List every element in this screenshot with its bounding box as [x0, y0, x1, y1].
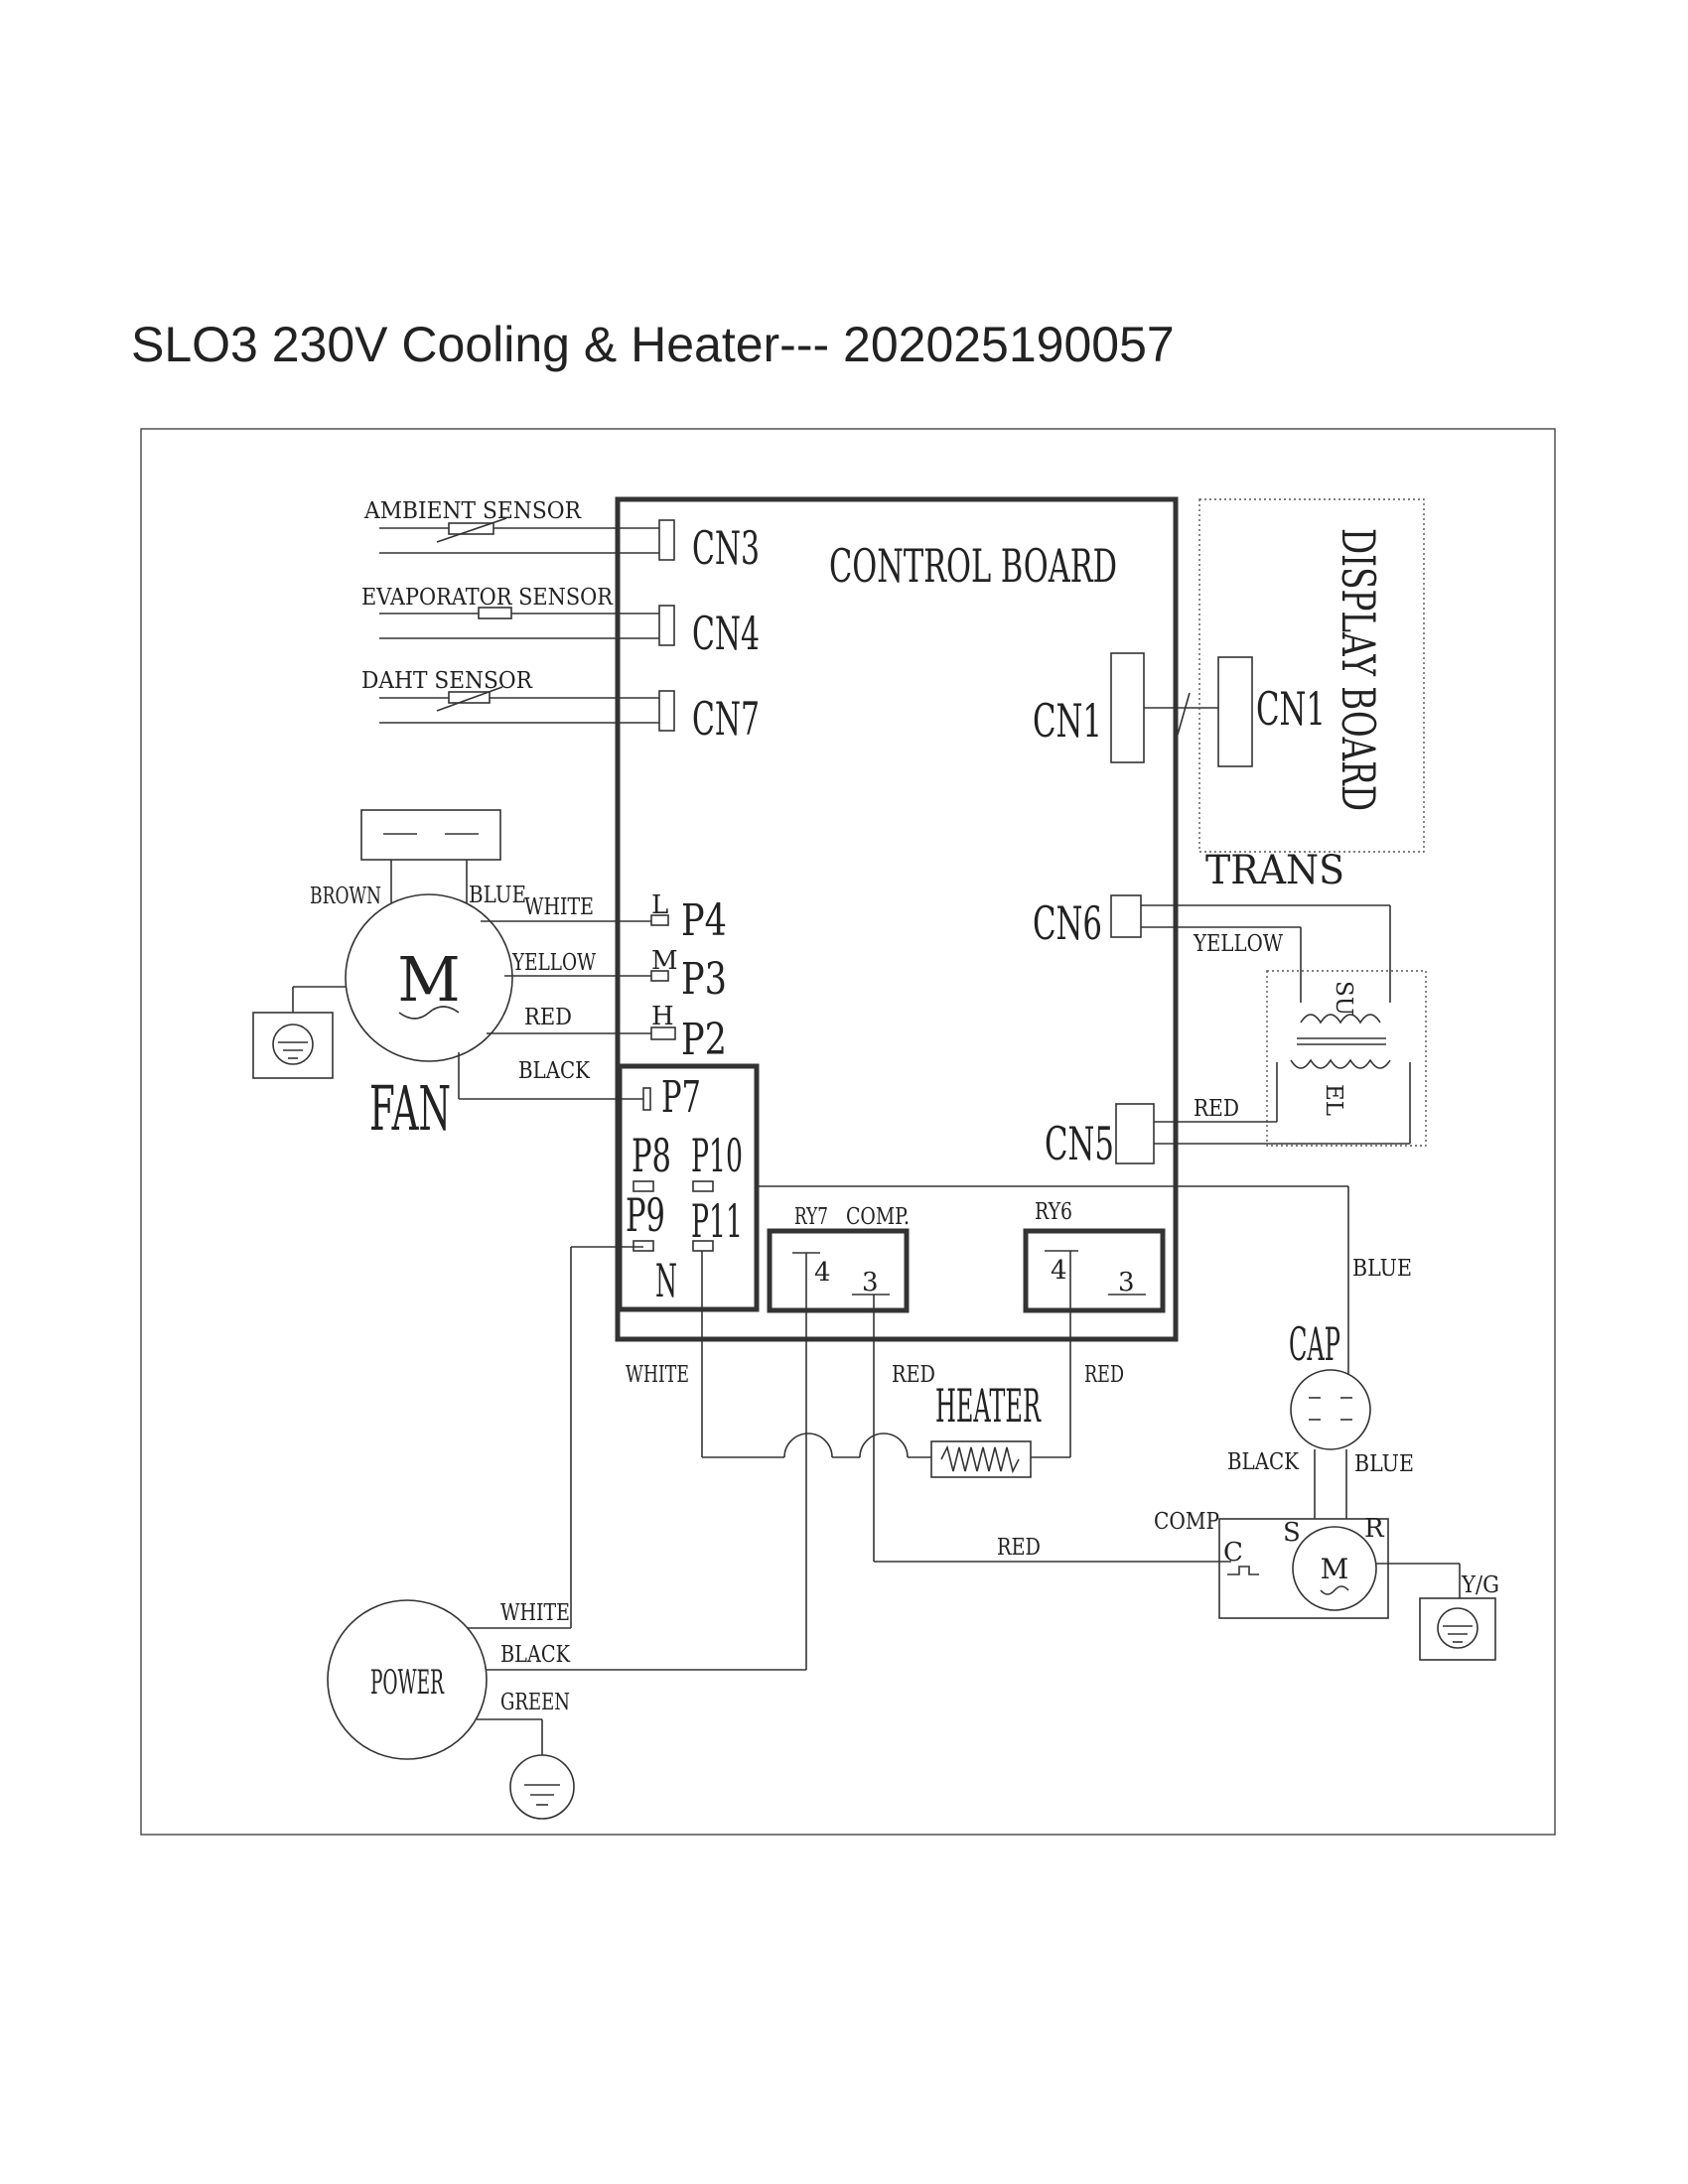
red-heater-wire-label: RED	[1084, 1362, 1124, 1388]
p8-label: P8	[632, 1129, 671, 1182]
cn3-connector	[658, 519, 675, 561]
white-fan-wire-label: WHITE	[524, 894, 594, 920]
power-pin-block	[617, 1063, 760, 1312]
cn6-label: CN6	[1033, 896, 1102, 950]
ry7-terminal-3: 3	[862, 1268, 879, 1297]
comp-terminal-s: S	[1283, 1518, 1301, 1548]
power-ground	[509, 1754, 575, 1820]
evaporator-sensor-label: EVAPORATOR SENSOR	[361, 585, 614, 611]
control-board-label: CONTROL BOARD	[829, 539, 1117, 593]
evaporator-sensor: EVAPORATOR SENSOR CN4	[361, 585, 760, 660]
neutral-label: N	[655, 1254, 677, 1307]
red-comp-wire-label: RED	[892, 1362, 935, 1388]
cn5-label: CN5	[1045, 1117, 1114, 1170]
transformer-secondary-label: EL	[1321, 1084, 1346, 1116]
p11-label: P11	[691, 1194, 743, 1248]
relay-ry7	[767, 1228, 910, 1313]
black-fan-wire-label: BLACK	[518, 1058, 591, 1084]
black-power-wire-label: BLACK	[500, 1642, 571, 1668]
green-power-wire-label: GREEN	[500, 1690, 570, 1715]
compressor-motor-symbol: M	[1321, 1553, 1349, 1585]
ry6-terminal-3: 3	[1118, 1268, 1135, 1297]
yg-wire-label: Y/G	[1461, 1572, 1499, 1598]
comp-label: COMP	[1154, 1509, 1219, 1535]
fan-capacitor	[360, 809, 501, 861]
power-source	[327, 1599, 488, 1760]
display-cn1-label: CN1	[1256, 682, 1326, 736]
p9-label: P9	[626, 1188, 665, 1242]
red-trans-wire-label: RED	[1194, 1096, 1239, 1122]
p3-label: P3	[681, 954, 727, 1005]
relay-ry6	[1023, 1228, 1166, 1313]
p2-letter: H	[651, 1002, 674, 1031]
fan-label: FAN	[369, 1072, 451, 1145]
transformer	[1266, 970, 1427, 1147]
comp-relay-label: COMP.	[846, 1204, 910, 1230]
heater	[930, 1440, 1032, 1478]
cn1-label: CN1	[1033, 694, 1102, 748]
p2-label: P2	[681, 1015, 727, 1065]
p7-label: P7	[661, 1072, 701, 1123]
cn4-connector	[658, 605, 675, 646]
cn6-connector	[1110, 894, 1142, 938]
black-cap-wire-label: BLACK	[1227, 1449, 1300, 1475]
white-heater-wire-label: WHITE	[626, 1362, 689, 1388]
transformer-primary-label: SU	[1331, 981, 1356, 1016]
ambient-sensor: AMBIENT SENSOR CN3	[363, 498, 760, 575]
heater-label: HEATER	[935, 1379, 1042, 1433]
display-cn1-connector	[1217, 656, 1253, 767]
fan-motor-circle	[345, 893, 513, 1062]
p10-label: P10	[691, 1129, 743, 1182]
ry7-label: RY7	[794, 1204, 828, 1230]
comp-terminal-c: C	[1223, 1538, 1243, 1568]
comp-terminal-r: R	[1364, 1514, 1385, 1544]
cn7-connector	[658, 690, 675, 732]
power-label: POWER	[370, 1663, 445, 1703]
cn1-connector	[1110, 652, 1145, 763]
white-power-wire-label: WHITE	[500, 1600, 570, 1626]
trans-label: TRANS	[1205, 848, 1344, 893]
ry7-terminal-4: 4	[814, 1258, 831, 1288]
capacitor	[1290, 1369, 1371, 1450]
cn4-label: CN4	[692, 607, 760, 660]
fan-motor-symbol: M	[397, 943, 460, 1016]
display-board-label: DISPLAY BOARD	[1332, 528, 1385, 811]
diagram-frame	[140, 428, 1556, 1836]
yellow-trans-wire-label: YELLOW	[1193, 931, 1283, 957]
brown-wire-label: BROWN	[310, 884, 381, 909]
p4-letter: L	[651, 890, 668, 920]
compressor-motor	[1292, 1526, 1377, 1611]
page-title: SLO3 230V Cooling & Heater--- 2020251900…	[131, 317, 1175, 372]
blue-main-wire-label: BLUE	[1352, 1256, 1412, 1282]
cap-label: CAP	[1289, 1317, 1340, 1371]
red-fan-wire-label: RED	[524, 1005, 572, 1030]
blue-cap-wire-label: BLUE	[1354, 1451, 1414, 1477]
p4-label: P4	[681, 895, 727, 946]
ry6-label: RY6	[1035, 1199, 1072, 1225]
ry6-terminal-4: 4	[1051, 1256, 1067, 1286]
fan-motor: BROWN BLUE M FAN	[252, 809, 526, 1145]
daht-sensor-label: DAHT SENSOR	[361, 668, 533, 694]
yellow-fan-wire-label: YELLOW	[511, 950, 596, 976]
ambient-sensor-label: AMBIENT SENSOR	[363, 498, 582, 524]
cn5-connector	[1115, 1103, 1155, 1164]
red-comp-c-wire-label: RED	[997, 1535, 1041, 1561]
blue-fan-wire-label: BLUE	[469, 883, 526, 908]
cn7-label: CN7	[692, 692, 760, 746]
fan-ground-box	[252, 1012, 334, 1079]
cn3-label: CN3	[692, 521, 760, 575]
control-board	[615, 496, 1179, 1342]
daht-sensor: DAHT SENSOR CN7	[361, 668, 760, 746]
